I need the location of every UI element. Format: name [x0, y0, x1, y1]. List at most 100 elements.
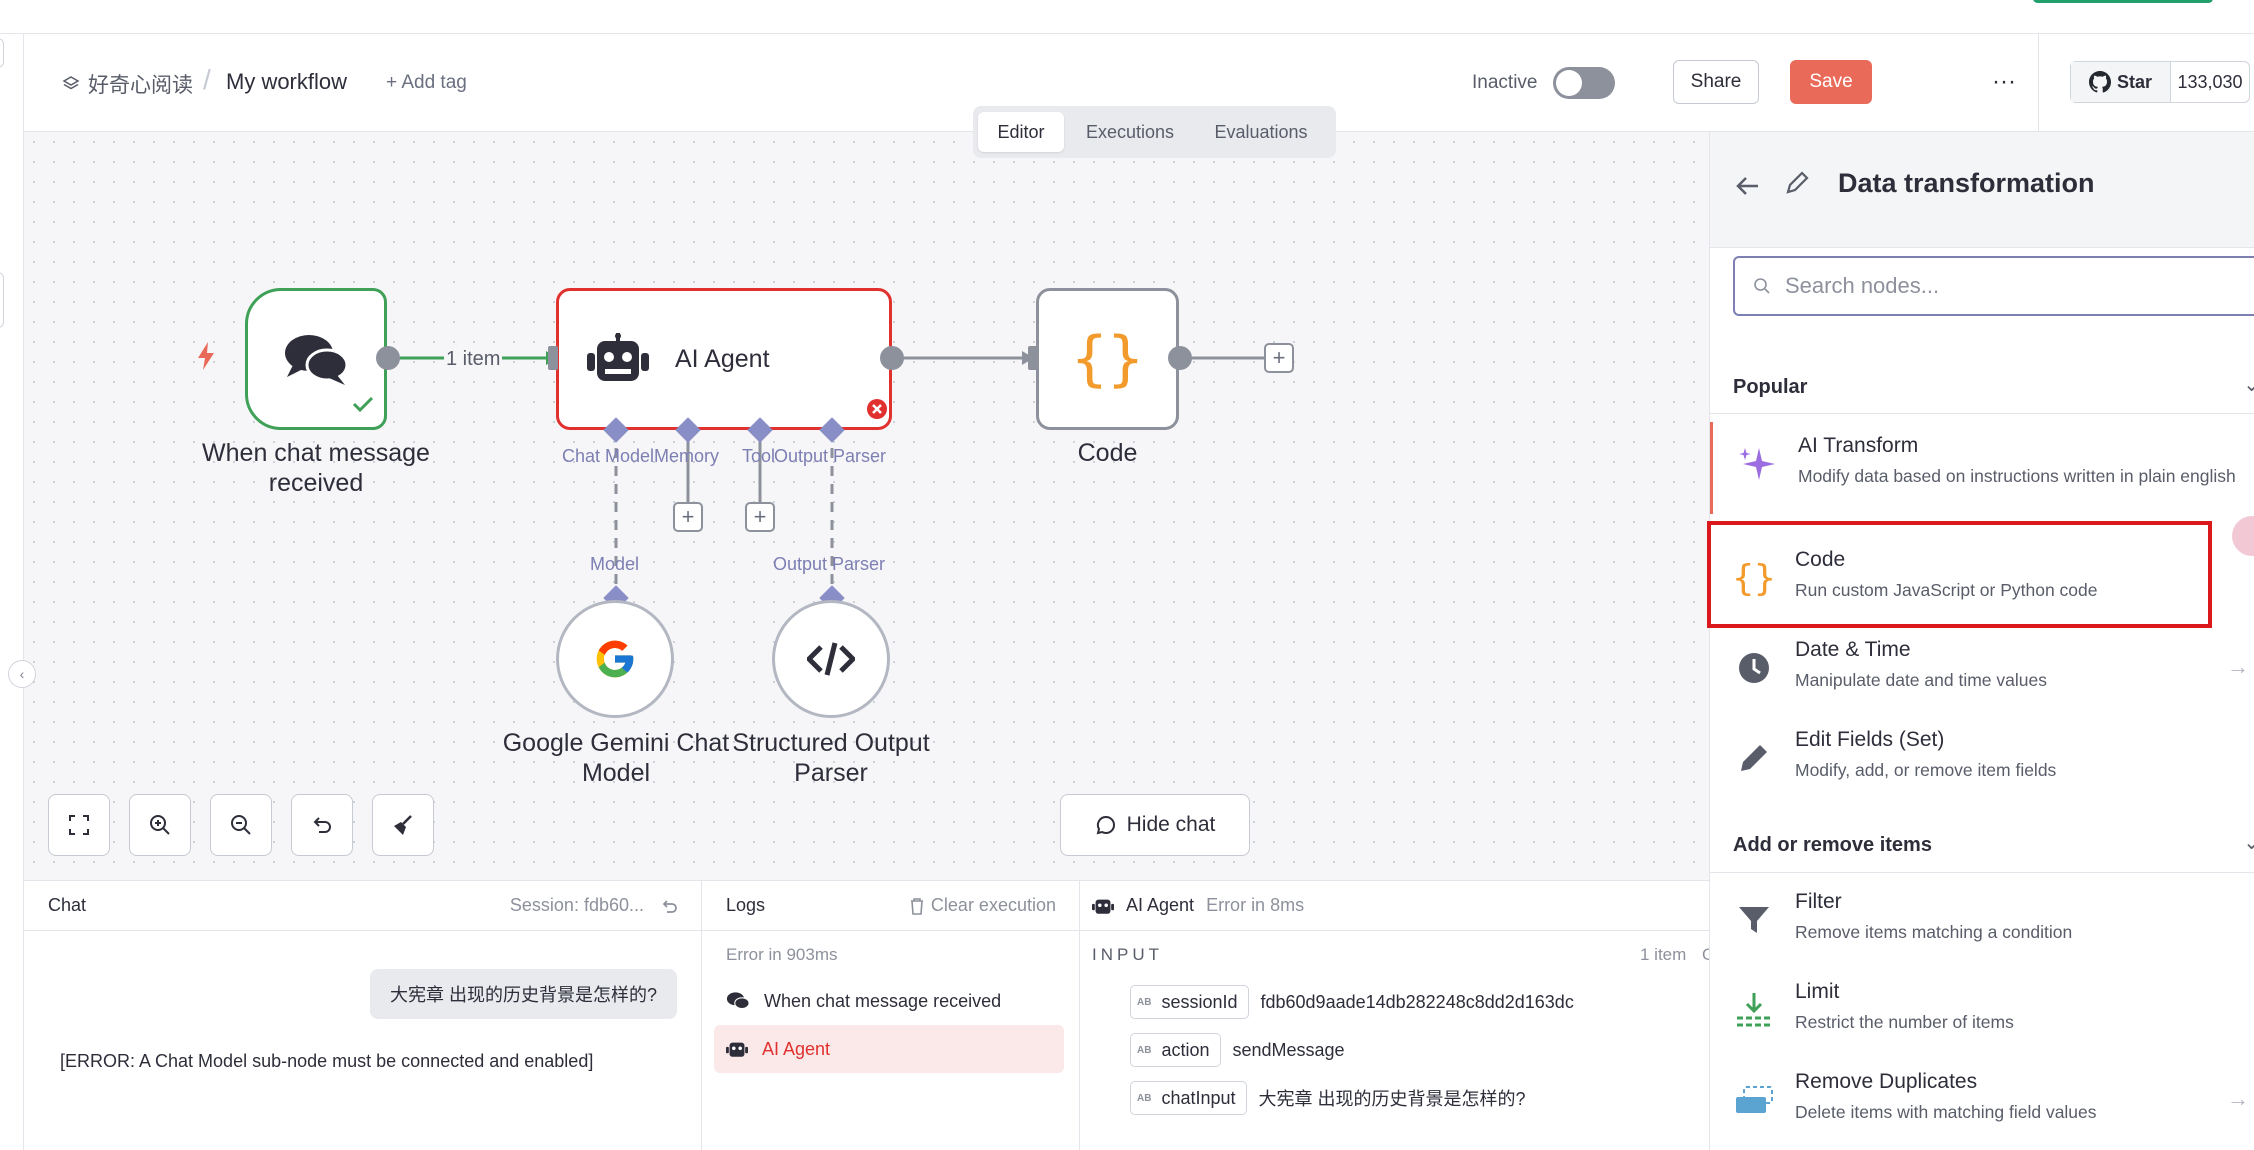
agent-input-handle[interactable]	[548, 346, 558, 370]
port-label-chat-model: Chat Model	[562, 446, 655, 466]
parser-port-label: Output Parser	[773, 554, 886, 574]
search-nodes-input[interactable]: Search nodes...	[1733, 256, 2254, 316]
clear-execution-label: Clear execution	[930, 895, 1056, 915]
trigger-bolt-icon	[198, 342, 214, 370]
node-item-limit[interactable]: Limit Restrict the number of items	[1710, 968, 2254, 1056]
ai-agent-node[interactable]: AI Agent	[556, 288, 892, 430]
node-item-code[interactable]: {} Code Run custom JavaScript or Python …	[1710, 536, 2254, 624]
filter-icon	[1734, 900, 1774, 940]
chat-bubbles-icon	[726, 992, 750, 1010]
node-item-name: Code	[1795, 548, 1846, 571]
robot-icon	[726, 1042, 748, 1057]
code-tag-icon	[807, 642, 855, 676]
zoom-out-icon	[231, 815, 251, 835]
github-star-count[interactable]: 133,030	[2177, 71, 2243, 92]
back-arrow-icon[interactable]	[1734, 172, 1762, 200]
chevron-down-icon[interactable]: ⌄	[2243, 832, 2254, 854]
github-star[interactable]: Star	[2071, 62, 2171, 102]
logs-panel-header: Logs Clear execution	[702, 881, 1080, 931]
breadcrumb-project[interactable]: 好奇心阅读	[62, 69, 193, 99]
github-star-button[interactable]: Star 133,030	[2070, 61, 2250, 103]
active-toggle[interactable]	[1553, 67, 1615, 99]
code-node[interactable]: {}	[1036, 288, 1179, 430]
workflow-canvas[interactable]: 1 item When chat message received AI Age…	[24, 132, 1709, 880]
rail-tab[interactable]	[0, 38, 4, 68]
node-item-description: Remove items matching a condition	[1795, 922, 2073, 942]
reset-session-icon[interactable]	[660, 897, 678, 915]
arrow-right-icon: →	[2227, 654, 2249, 679]
fit-view-button[interactable]	[48, 794, 110, 856]
node-item-filter[interactable]: Filter Remove items matching a condition	[1710, 878, 2254, 966]
google-icon	[596, 640, 634, 678]
model-port-label: Model	[590, 554, 640, 574]
zoom-in-button[interactable]	[129, 794, 191, 856]
log-row-trigger[interactable]: When chat message received	[714, 977, 1064, 1025]
broom-icon	[394, 815, 412, 835]
node-item-name: AI Transform	[1798, 434, 1919, 457]
node-item-ai-transform[interactable]: AI Transform Modify data based on instru…	[1710, 422, 2254, 514]
port-label-memory: Memory	[654, 446, 720, 466]
code-braces-icon: {}	[1071, 324, 1144, 394]
share-button[interactable]: Share	[1673, 60, 1759, 104]
chat-trigger-node[interactable]	[245, 288, 387, 430]
pencil-icon	[1786, 171, 1809, 194]
rail-tab[interactable]	[0, 272, 4, 328]
layers-icon	[62, 76, 80, 90]
top-strip	[0, 0, 2254, 34]
top-green-bar[interactable]	[2033, 0, 2213, 3]
add-tag-button[interactable]: + Add tag	[386, 72, 467, 93]
trash-icon	[910, 897, 923, 915]
node-item-remove-duplicates[interactable]: Remove Duplicates Delete items with matc…	[1710, 1058, 2254, 1146]
limit-icon	[1734, 990, 1774, 1030]
more-options-button[interactable]: ···	[1992, 68, 2016, 95]
code-output-handle[interactable]	[1168, 346, 1192, 370]
node-item-date-time[interactable]: Date & Time Manipulate date and time val…	[1710, 626, 2254, 714]
log-row-ai-agent[interactable]: AI Agent	[714, 1025, 1064, 1073]
bot-error-message: [ERROR: A Chat Model sub-node must be co…	[60, 1051, 594, 1071]
zoom-out-button[interactable]	[210, 794, 272, 856]
node-item-name: Limit	[1795, 980, 1840, 1003]
view-tabs: Editor Executions Evaluations	[973, 106, 1336, 158]
chat-session-id[interactable]: Session: fdb60...	[509, 895, 644, 915]
section-popular[interactable]: Popular	[1733, 376, 1808, 398]
code-item-highlight-box	[1707, 521, 2212, 628]
add-memory-button[interactable]: +	[673, 502, 703, 532]
node-creator-header: Data transformation	[1710, 132, 2254, 248]
clear-execution-button[interactable]: Clear execution	[909, 895, 1056, 916]
reset-zoom-button[interactable]	[291, 794, 353, 856]
log-row-label: AI Agent	[762, 1038, 831, 1059]
workflow-name[interactable]: My workflow	[226, 69, 348, 94]
add-next-node-button[interactable]: +	[1264, 343, 1294, 373]
active-status-label: Inactive	[1472, 72, 1538, 93]
save-button[interactable]: Save	[1790, 60, 1872, 104]
add-tool-button[interactable]: +	[745, 502, 775, 532]
field-value: fdb60d9aade14db282248c8dd2d163dc	[1260, 991, 1574, 1012]
section-add-remove-items[interactable]: Add or remove items	[1733, 834, 1932, 856]
agent-output-handle[interactable]	[880, 346, 904, 370]
robot-icon	[1092, 899, 1114, 914]
hide-chat-button[interactable]: Hide chat	[1060, 794, 1250, 856]
left-rail	[0, 34, 24, 1150]
gemini-node-label: Google Gemini Chat Model	[502, 729, 730, 787]
code-input-handle[interactable]	[1028, 346, 1038, 370]
node-output-title: AI Agent	[1126, 895, 1195, 915]
clock-icon	[1734, 648, 1774, 688]
section-divider	[1710, 413, 2254, 414]
tab-executions[interactable]: Executions	[1085, 121, 1175, 142]
trigger-output-handle[interactable]	[376, 346, 400, 370]
structured-output-parser-node[interactable]	[772, 600, 890, 718]
collapse-sidebar-button[interactable]: ‹	[8, 660, 36, 688]
tab-editor[interactable]: Editor	[978, 112, 1064, 152]
google-gemini-node[interactable]	[556, 600, 674, 718]
extension-badge[interactable]	[2232, 516, 2254, 556]
chevron-down-icon[interactable]: ⌄	[2243, 374, 2254, 396]
code-node-label: Code	[1077, 439, 1138, 467]
node-item-name: Edit Fields (Set)	[1795, 728, 1945, 751]
node-item-edit-fields[interactable]: Edit Fields (Set) Modify, add, or remove…	[1710, 716, 2254, 804]
tab-evaluations[interactable]: Evaluations	[1214, 121, 1308, 142]
tidy-up-button[interactable]	[372, 794, 434, 856]
field-key-text: action	[1161, 1039, 1210, 1060]
header-divider	[2038, 34, 2039, 132]
